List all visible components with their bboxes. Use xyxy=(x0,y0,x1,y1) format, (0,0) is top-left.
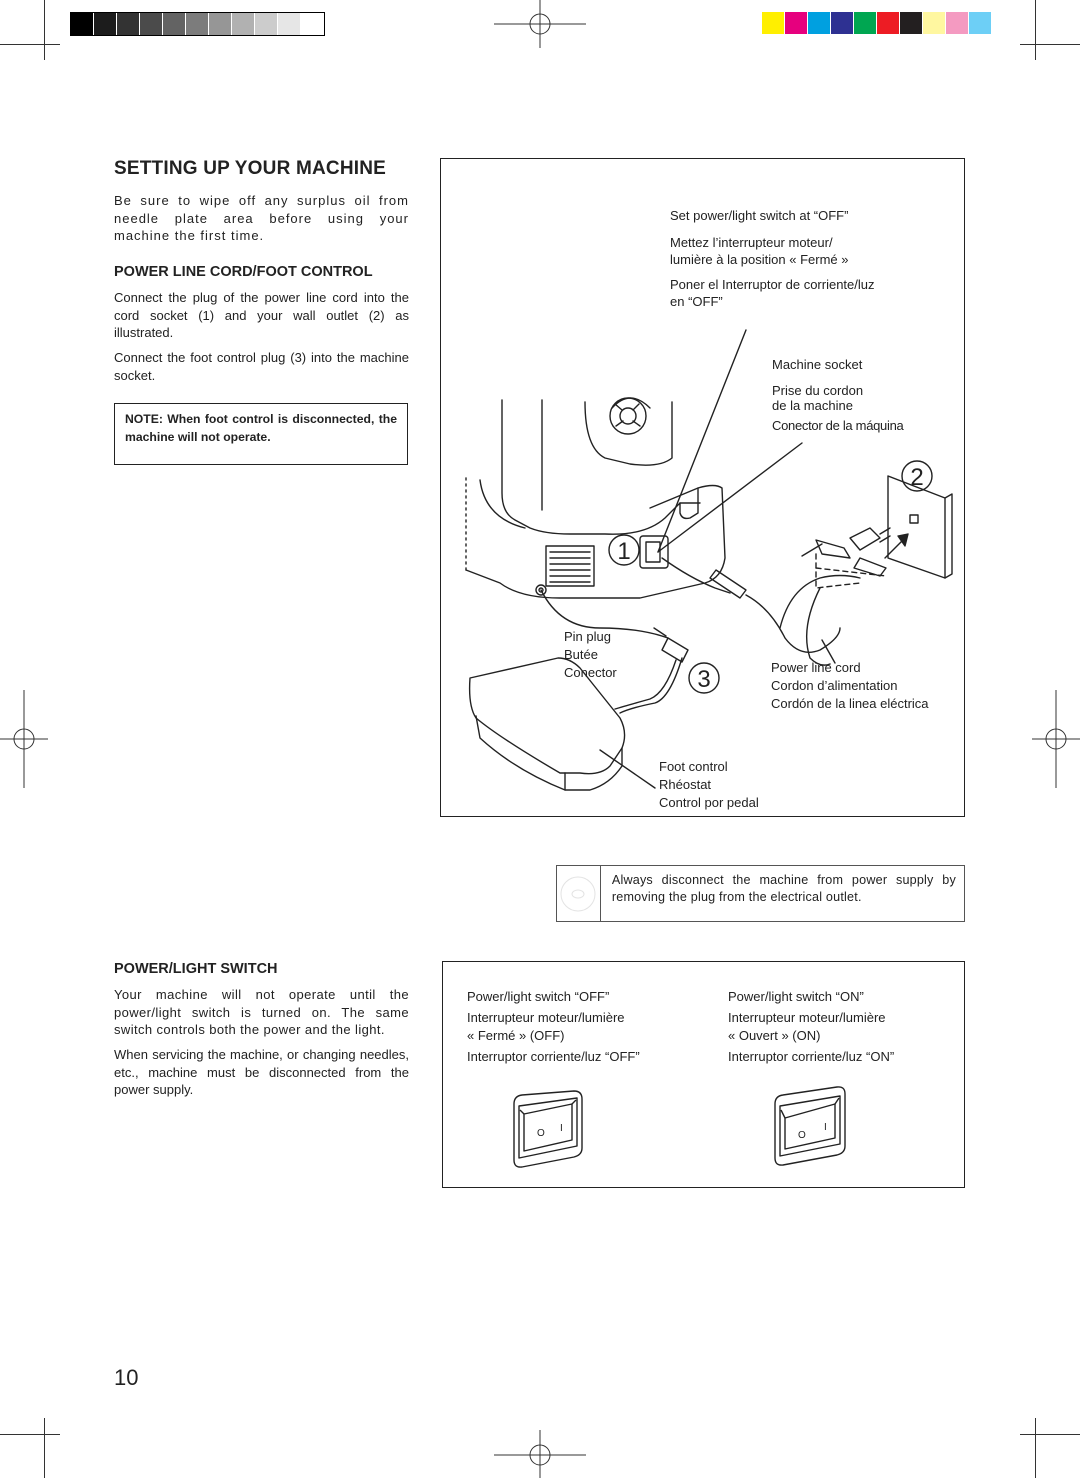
switch-off-fr-2: « Fermé » (OFF) xyxy=(467,1028,565,1043)
pin-plug-label-es: Conector xyxy=(564,665,617,680)
gray-swatch xyxy=(209,13,232,35)
number-2-badge: 2 xyxy=(910,464,923,491)
foot-control-label-es: Control por pedal xyxy=(659,795,759,810)
switch-on-i-symbol: I xyxy=(824,1122,827,1133)
switch-on-es: Interruptor corriente/luz “ON” xyxy=(728,1049,895,1064)
machine-socket-label-fr-2: de la machine xyxy=(772,398,853,413)
warning-text: Always disconnect the machine from power… xyxy=(611,873,956,904)
color-swatch xyxy=(877,12,899,34)
intro-paragraph: Be sure to wipe off any surplus oil from… xyxy=(114,193,409,243)
power-cord-label-en: Power line cord xyxy=(771,660,861,675)
switch-off-o-symbol: O xyxy=(537,1128,545,1139)
number-3-badge: 3 xyxy=(697,666,710,693)
power-cord-heading: POWER LINE CORD/FOOT CONTROL xyxy=(114,264,373,280)
switch-off-es: Interruptor corriente/luz “OFF” xyxy=(467,1049,640,1064)
gray-swatch xyxy=(301,13,324,35)
warning-icon xyxy=(560,876,596,911)
machine-socket-label-es: Conector de la máquina xyxy=(772,418,904,433)
pin-plug-label-fr: Butée xyxy=(564,647,598,662)
color-swatch xyxy=(785,12,807,34)
note-box: NOTE: When foot control is disconnected,… xyxy=(114,403,408,465)
gray-swatch xyxy=(186,13,209,35)
gray-swatch xyxy=(117,13,140,35)
switch-off-label-fr-1: Mettez l’interrupteur moteur/ xyxy=(670,235,833,250)
power-cord-paragraph-1: Connect the plug of the power line cord … xyxy=(114,290,409,340)
switch-on-o-symbol: O xyxy=(798,1130,806,1141)
pin-plug-label-en: Pin plug xyxy=(564,629,611,644)
switch-on-fr-2: « Ouvert » (ON) xyxy=(728,1028,821,1043)
power-cord-label-es: Cordón de la linea eléctrica xyxy=(771,696,929,711)
gray-swatch xyxy=(140,13,163,35)
power-cord-paragraph-2: Connect the foot control plug (3) into t… xyxy=(114,350,409,383)
color-swatch xyxy=(969,12,991,34)
foot-control-label-en: Foot control xyxy=(659,759,728,774)
color-swatch xyxy=(900,12,922,34)
power-switch-paragraph-2: When servicing the machine, or changing … xyxy=(114,1047,409,1097)
setup-diagram-frame xyxy=(440,158,965,817)
switch-diagram-frame xyxy=(442,961,965,1188)
switch-on-en: Power/light switch “ON” xyxy=(728,989,864,1004)
gray-calibration-bar xyxy=(70,12,325,36)
gray-swatch xyxy=(94,13,117,35)
switch-on-fr-1: Interrupteur moteur/lumière xyxy=(728,1010,886,1025)
machine-socket-label-en: Machine socket xyxy=(772,357,863,372)
page-title: SETTING UP YOUR MACHINE xyxy=(114,158,387,179)
color-calibration-bar xyxy=(762,12,992,34)
color-swatch xyxy=(762,12,784,34)
color-swatch xyxy=(831,12,853,34)
switch-off-label-es-2: en “OFF” xyxy=(670,294,723,309)
switch-off-en: Power/light switch “OFF” xyxy=(467,989,610,1004)
gray-swatch xyxy=(278,13,301,35)
rocker-switch-on-icon: O I xyxy=(774,1086,846,1166)
color-swatch xyxy=(923,12,945,34)
gray-swatch xyxy=(71,13,94,35)
color-swatch xyxy=(808,12,830,34)
page-number: 10 xyxy=(114,1365,139,1390)
foot-control-label-fr: Rhéostat xyxy=(659,777,712,792)
machine-socket-label-fr-1: Prise du cordon xyxy=(772,383,864,398)
gray-swatch xyxy=(163,13,186,35)
gray-swatch xyxy=(255,13,278,35)
rocker-switch-off-icon: O I xyxy=(513,1090,583,1168)
switch-off-fr-1: Interrupteur moteur/lumière xyxy=(467,1010,625,1025)
power-switch-heading: POWER/LIGHT SWITCH xyxy=(114,961,278,977)
machine-illustration: 1 2 3 xyxy=(465,329,953,791)
switch-off-label-fr-2: lumière à la position « Fermé » xyxy=(670,252,849,267)
gray-swatch xyxy=(232,13,255,35)
switch-off-i-symbol: I xyxy=(560,1123,563,1134)
warning-icon-cell xyxy=(557,866,601,921)
power-switch-paragraph-1: Your machine will not operate until the … xyxy=(114,987,409,1037)
switch-off-label-es-1: Poner el Interruptor de corriente/luz xyxy=(670,277,875,292)
power-cord-label-fr: Cordon d’alimentation xyxy=(771,678,898,693)
switch-off-label-en: Set power/light switch at “OFF” xyxy=(670,208,849,223)
warning-box: Always disconnect the machine from power… xyxy=(556,865,965,922)
color-swatch xyxy=(946,12,968,34)
color-swatch xyxy=(854,12,876,34)
number-1-badge: 1 xyxy=(617,538,630,565)
